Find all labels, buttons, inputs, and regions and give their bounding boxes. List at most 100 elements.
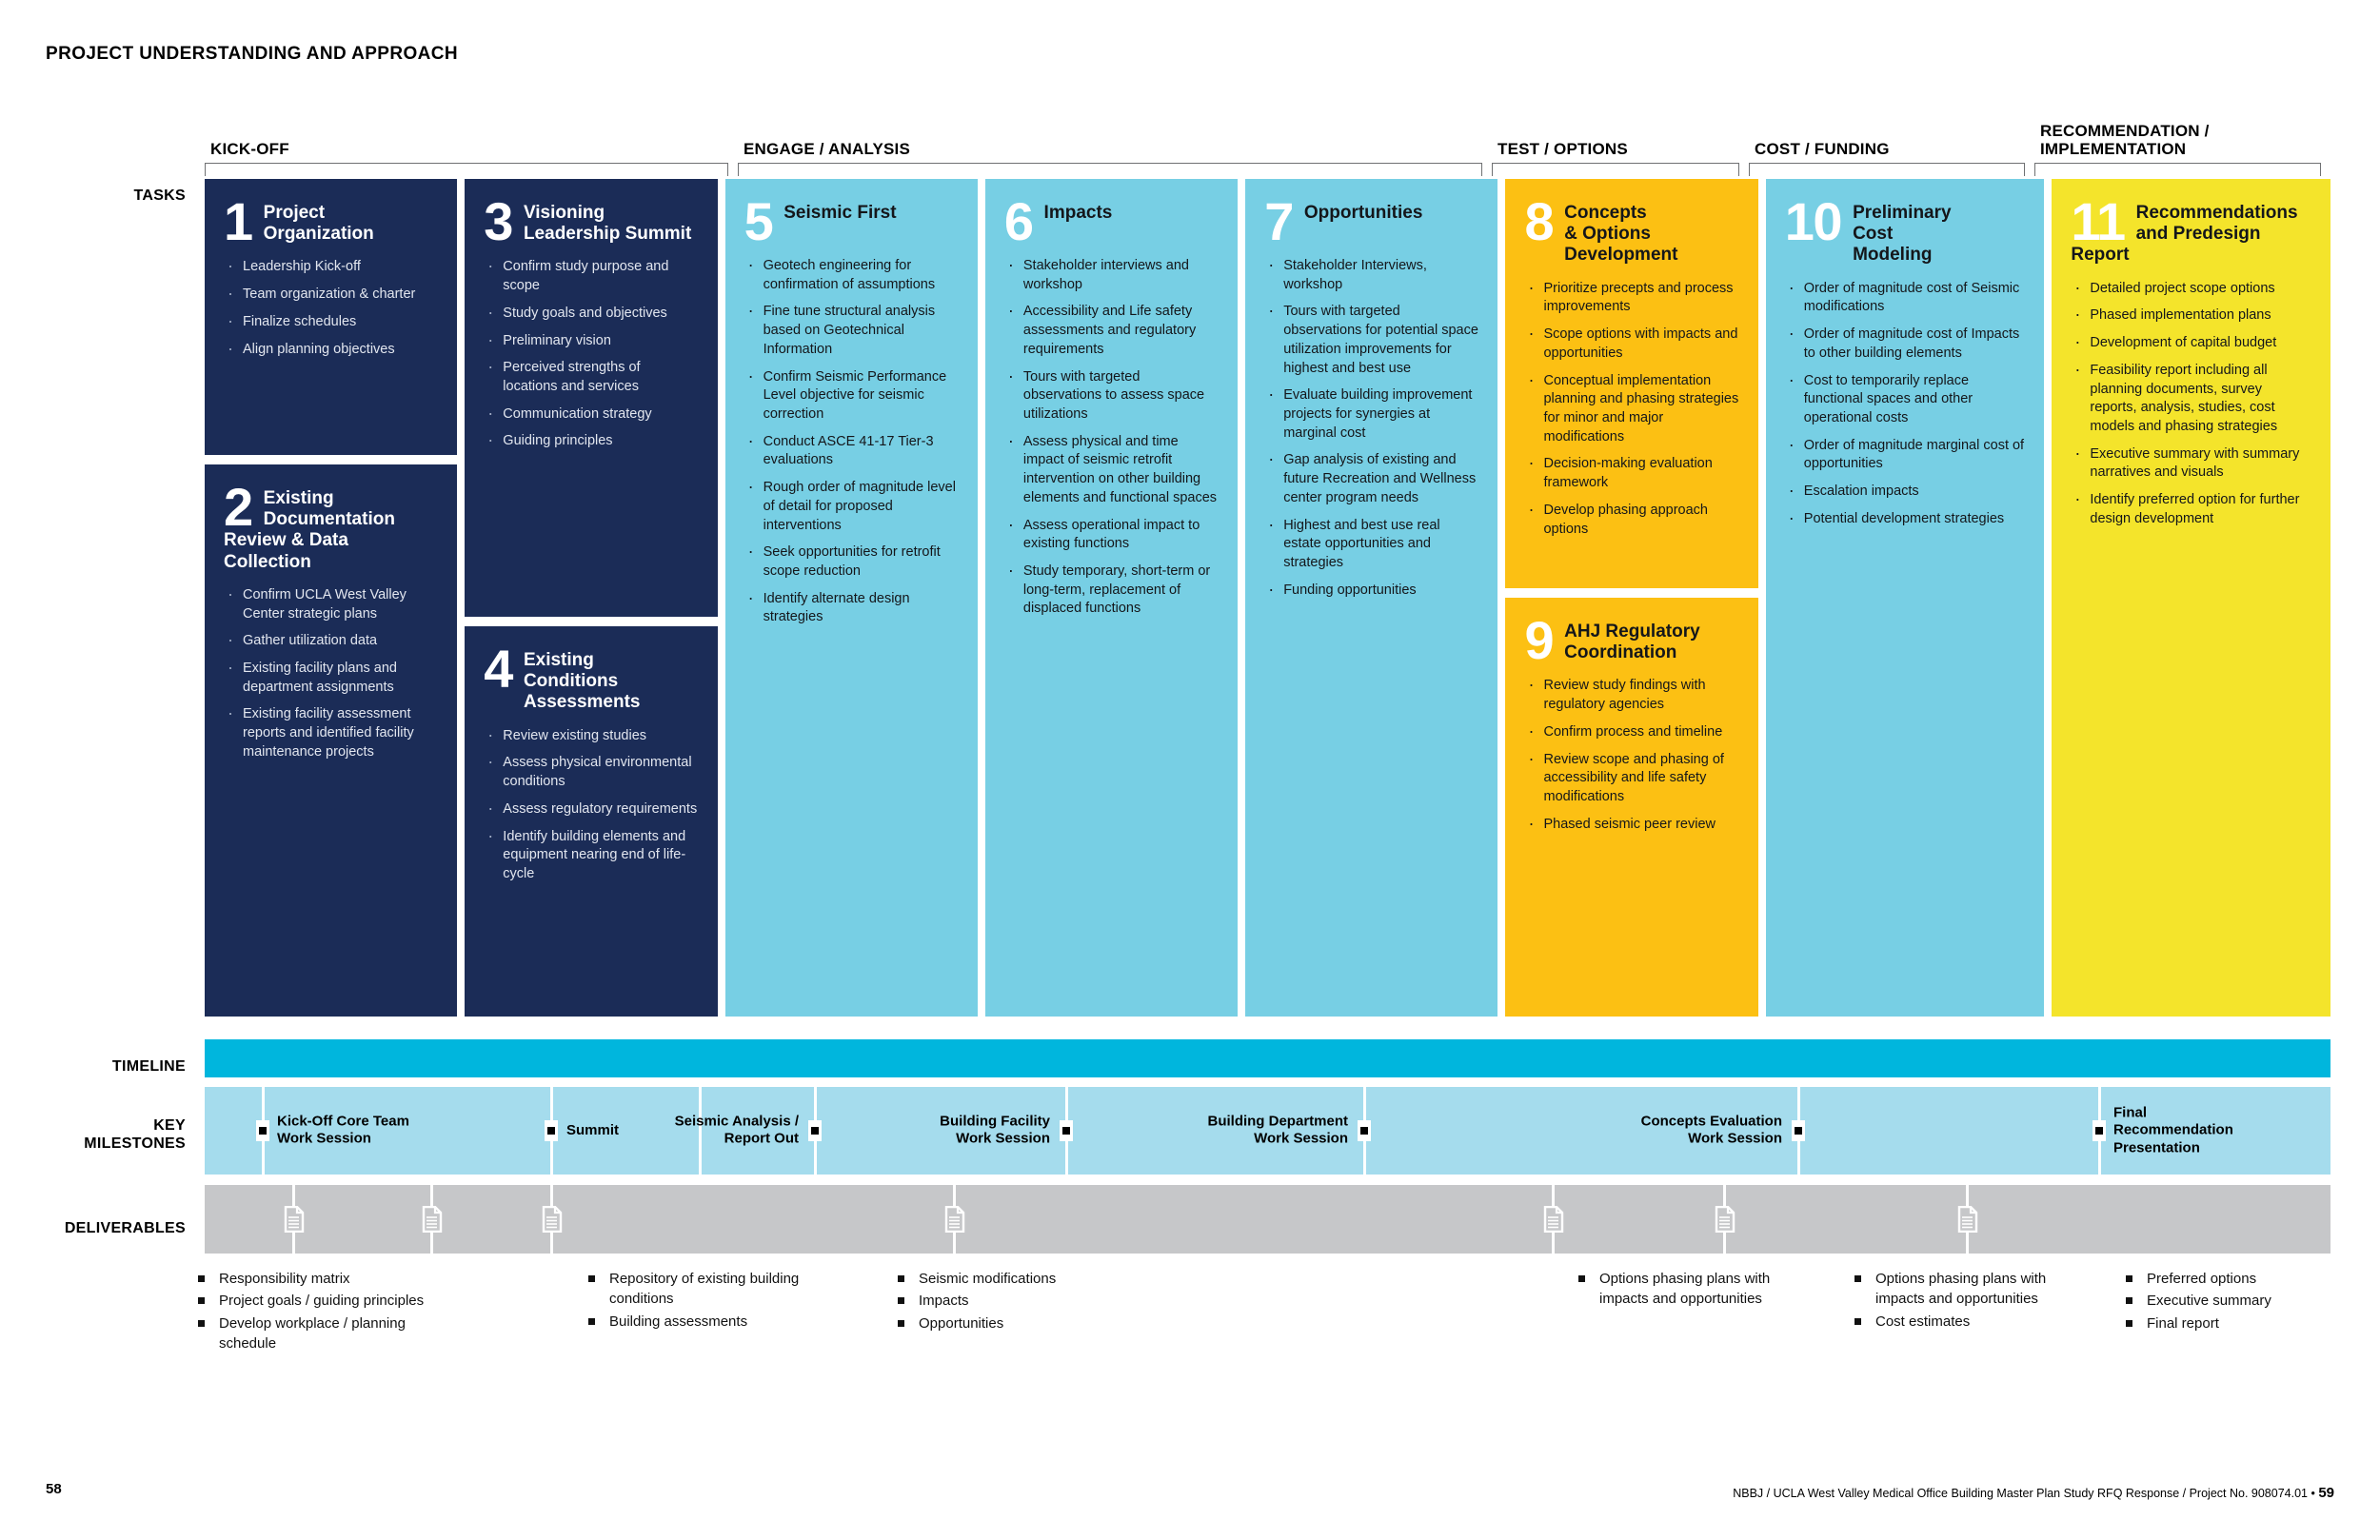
phase-header-3: COST / FUNDING — [1749, 119, 2034, 176]
document-icon-0[interactable] — [284, 1205, 305, 1234]
milestone-marker-3[interactable] — [1060, 1120, 1073, 1141]
task-bullet-item: Assess physical environmental conditions — [484, 752, 698, 791]
task-title: Existing Conditions Assessments — [523, 650, 641, 713]
deliverable-list: Options phasing plans with impacts and o… — [1847, 1269, 2085, 1332]
task-card-6[interactable]: 6ImpactsStakeholder interviews and works… — [984, 179, 1239, 1017]
row-label-milestones: KEY MILESTONES — [84, 1117, 186, 1153]
task-bullet-item: Assess regulatory requirements — [484, 799, 698, 819]
task-bullet-item: Phased seismic peer review — [1524, 814, 1738, 835]
task-bullet-list: Review existing studiesAssess physical e… — [484, 725, 698, 884]
task-bullet-item: Highest and best use real estate opportu… — [1264, 515, 1478, 573]
milestone-marker-4[interactable] — [1358, 1120, 1371, 1141]
row-label-tasks: TASKS — [133, 188, 186, 204]
task-bullet-item: Communication strategy — [484, 404, 698, 424]
task-bullet-item: Identify building elements and equipment… — [484, 826, 698, 884]
timeline-bar — [205, 1039, 2330, 1077]
milestone-square-icon — [2095, 1127, 2103, 1135]
task-bullet-item: Conduct ASCE 41-17 Tier-3 evaluations — [744, 431, 959, 470]
task-bullet-item: Phased implementation plans — [2071, 305, 2311, 326]
task-bullet-item: Confirm Seismic Performance Level object… — [744, 365, 959, 424]
task-title: Preliminary Cost Modeling — [1853, 203, 1952, 266]
milestone-marker-2[interactable] — [808, 1120, 822, 1141]
task-bullet-item: Existing facility plans and department a… — [224, 658, 438, 697]
milestone-square-icon — [1062, 1127, 1070, 1135]
deliverable-item: Opportunities — [890, 1313, 1128, 1333]
milestone-label-3: Building Facility Work Session — [940, 1113, 1050, 1147]
milestone-marker-1[interactable] — [545, 1120, 558, 1141]
document-icon-1[interactable] — [422, 1205, 443, 1234]
task-bullet-list: Leadership Kick-offTeam organization & c… — [224, 256, 438, 359]
document-icon-4[interactable] — [1543, 1205, 1564, 1234]
task-number: 10 — [1784, 191, 1843, 251]
document-icon-3[interactable] — [944, 1205, 965, 1234]
milestone-label-1: Summit — [566, 1121, 620, 1138]
milestone-square-icon — [259, 1127, 267, 1135]
task-bullet-list: Detailed project scope optionsPhased imp… — [2071, 278, 2311, 529]
task-bullet-list: Order of magnitude cost of Seismic modif… — [1785, 278, 2026, 529]
phase-label: TEST / OPTIONS — [1497, 140, 1628, 159]
task-bullet-item: Team organization & charter — [224, 284, 438, 305]
task-bullet-item: Confirm process and timeline — [1524, 721, 1738, 742]
document-icon-6[interactable] — [1957, 1205, 1978, 1234]
task-bullet-item: Review existing studies — [484, 725, 698, 746]
phase-label: ENGAGE / ANALYSIS — [744, 140, 911, 159]
task-bullet-list: Stakeholder Interviews, workshopTours wi… — [1264, 255, 1478, 601]
milestone-marker-6[interactable] — [2092, 1120, 2106, 1141]
task-card-7[interactable]: 7OpportunitiesStakeholder Interviews, wo… — [1245, 179, 1498, 1017]
milestone-square-icon — [547, 1127, 555, 1135]
task-bullet-item: Scope options with impacts and opportuni… — [1524, 324, 1738, 363]
milestone-marker-5[interactable] — [1792, 1120, 1805, 1141]
task-number: 8 — [1524, 191, 1554, 251]
task-bullet-item: Cost to temporarily replace functional s… — [1785, 370, 2026, 428]
task-bullet-item: Order of magnitude cost of Seismic modif… — [1785, 278, 2026, 317]
task-bullet-item: Potential development strategies — [1785, 508, 2026, 529]
milestone-square-icon — [1795, 1127, 1802, 1135]
task-title: Visioning Leadership Summit — [523, 203, 692, 245]
document-icon-5[interactable] — [1715, 1205, 1735, 1234]
task-bullet-item: Confirm study purpose and scope — [484, 256, 698, 295]
task-bullet-item: Perceived strengths of locations and ser… — [484, 357, 698, 396]
phase-label: RECOMMENDATION / IMPLEMENTATION — [2040, 121, 2210, 159]
page-title: PROJECT UNDERSTANDING AND APPROACH — [46, 44, 459, 64]
deliverable-list: Repository of existing building conditio… — [581, 1269, 819, 1332]
deliverable-item: Develop workplace / planning schedule — [190, 1313, 428, 1354]
milestone-marker-0[interactable] — [256, 1120, 269, 1141]
task-bullet-item: Assess operational impact to existing fu… — [1004, 515, 1219, 554]
task-bullet-item: Study goals and objectives — [484, 303, 698, 324]
milestone-label-6: Final Recommendation Presentation — [2113, 1104, 2233, 1156]
task-column-3: 6ImpactsStakeholder interviews and works… — [984, 179, 1239, 1026]
task-bullet-list: Stakeholder interviews and workshopAcces… — [1004, 255, 1219, 619]
task-title: Concepts & Options Development — [1564, 203, 1678, 266]
document-icon-2[interactable] — [542, 1205, 563, 1234]
task-bullet-list: Geotech engineering for confirmation of … — [744, 255, 959, 627]
task-bullet-item: Accessibility and Life safety assessment… — [1004, 301, 1219, 359]
deliverable-item: Project goals / guiding principles — [190, 1291, 428, 1311]
task-title: Seismic First — [783, 203, 897, 223]
task-bullet-item: Development of capital budget — [2071, 332, 2311, 353]
task-bullet-item: Confirm UCLA West Valley Center strategi… — [224, 584, 438, 623]
task-bullet-list: Confirm UCLA West Valley Center strategi… — [224, 584, 438, 762]
task-bullet-list: Review study findings with regulatory ag… — [1524, 675, 1738, 835]
